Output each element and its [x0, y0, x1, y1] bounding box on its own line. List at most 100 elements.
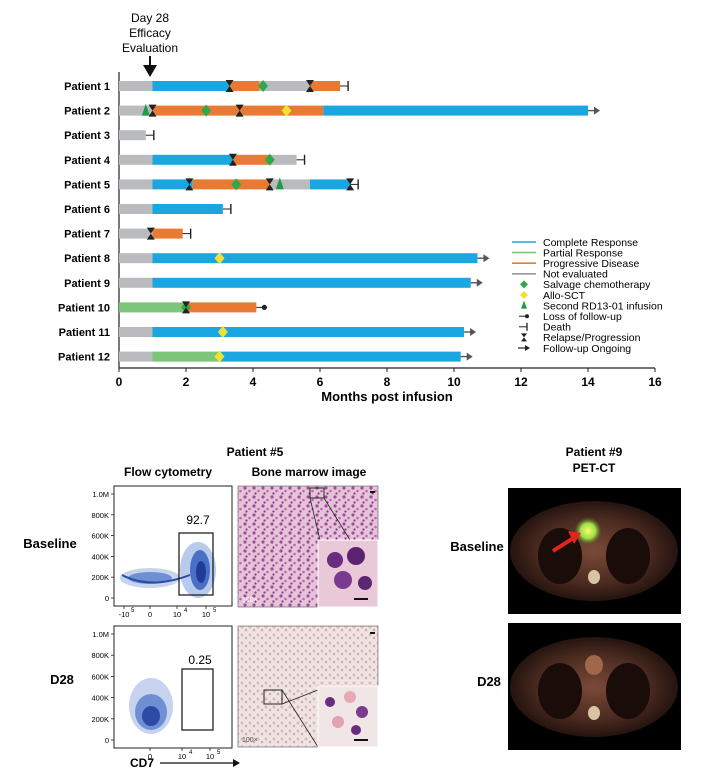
segment-complete-response: [219, 351, 461, 362]
segment-not-evaluated: [119, 228, 153, 239]
segment-progressive-disease: [192, 179, 270, 190]
legend-item: Not evaluated: [512, 269, 608, 281]
flow-baseline-x-tick-label: 10: [202, 610, 210, 619]
legend-label: Death: [543, 322, 571, 334]
bm-baseline-mag: 100×: [242, 597, 258, 604]
relapse-marker: [265, 178, 274, 191]
flow-x-label: CD7: [130, 756, 154, 770]
patient-label: Patient 6: [64, 204, 110, 216]
relapse-marker: [185, 178, 194, 191]
segment-not-evaluated: [119, 130, 146, 141]
legend-item: Relapse/Progression: [521, 332, 641, 344]
ongoing-arrow: [476, 278, 483, 287]
segment-progressive-disease: [229, 81, 260, 91]
flow-d28-y-tick-label: 400K: [91, 694, 109, 703]
ongoing-arrow: [483, 254, 490, 263]
patient-label: Patient 7: [64, 229, 110, 241]
x-tick-label: 0: [116, 375, 123, 389]
flow-baseline-x-tick-label: 10: [173, 610, 181, 619]
allo-sct-marker: [214, 252, 225, 265]
segment-not-evaluated: [269, 154, 297, 165]
flow-d28-y-tick-label: 800K: [91, 651, 109, 660]
bm-d28-mag: 100×: [242, 737, 258, 744]
flow-baseline-gate: [178, 532, 214, 596]
segment-complete-response: [323, 105, 588, 116]
flow-d28-y-tick-label: 200K: [91, 715, 109, 724]
patient-label: Patient 4: [64, 155, 111, 167]
flow-baseline-x-tick-exp: 5: [213, 608, 217, 614]
patient-row: Patient 4: [64, 153, 306, 167]
flow-baseline-y-tick-label: 600K: [91, 532, 109, 541]
flow-d28-x-tick-label: 10: [206, 752, 214, 761]
x-tick-label: 8: [384, 375, 391, 389]
patient-label: Patient 12: [58, 352, 110, 364]
salvage-chemo-marker: [231, 178, 242, 191]
legend-label: Progressive Disease: [543, 258, 639, 270]
flow-d28-y-tick-label: 600K: [91, 672, 109, 681]
x-axis-label: Months post infusion: [321, 389, 452, 404]
legend-swatch-hourglass: [521, 333, 527, 342]
flow-x-arrowhead: [233, 759, 240, 767]
salvage-chemo-marker: [264, 153, 275, 166]
flow-cytometry-title: Flow cytometry: [124, 465, 212, 479]
segment-complete-response: [152, 204, 223, 214]
relapse-marker: [305, 80, 314, 92]
second-infusion-marker: [141, 103, 150, 116]
legend-label: Relapse/Progression: [543, 332, 641, 344]
segment-not-evaluated: [119, 253, 153, 264]
x-tick-label: 6: [317, 375, 324, 389]
loss-marker: [261, 304, 267, 310]
patient9-title: Patient #9: [566, 445, 623, 459]
segment-partial-response: [152, 302, 186, 313]
segment-not-evaluated: [119, 204, 153, 214]
flow-d28-x-tick-label: 10: [178, 752, 186, 761]
flow-baseline-x-tick-label: -10: [119, 610, 130, 619]
flow-d28-x-tick-exp: 4: [189, 750, 193, 756]
flow-d28-x-tick-label: 0: [148, 752, 152, 761]
pet-row-label-d28: D28: [477, 674, 501, 689]
flow-baseline-x-tick-exp: 4: [184, 608, 188, 614]
ongoing-arrow: [470, 328, 477, 336]
patient-row: Patient 11: [59, 326, 477, 339]
segment-not-evaluated: [119, 327, 153, 337]
segment-complete-response: [152, 277, 471, 288]
flow-d28-x-tick-exp: 5: [217, 750, 221, 756]
legend-item: Follow-up Ongoing: [518, 343, 631, 355]
patient-row: Patient 6: [64, 204, 232, 216]
flow-baseline-y-tick-label: 800K: [91, 511, 109, 520]
x-tick-label: 16: [648, 375, 662, 389]
relapse-marker: [228, 153, 237, 166]
legend-label: Second RD13-01 infusion: [543, 300, 663, 312]
legend-label: Follow-up Ongoing: [543, 343, 631, 355]
segment-progressive-disease: [232, 154, 270, 165]
legend-item: Second RD13-01 infusion: [521, 300, 663, 312]
legend-label: Salvage chemotherapy: [543, 279, 651, 291]
salvage-chemo-marker: [201, 104, 212, 117]
patient-row: Patient 8: [64, 252, 490, 265]
relapse-marker: [148, 104, 157, 117]
flow-d28-cells: [129, 678, 173, 734]
segment-progressive-disease: [152, 228, 183, 239]
patient-label: Patient 9: [64, 278, 110, 290]
flow-baseline-y-tick-label: 1.0M: [92, 490, 109, 499]
legend-swatch-dot: [525, 314, 529, 319]
legend-item: Partial Response: [512, 247, 623, 259]
patient-label: Patient 8: [64, 253, 110, 265]
petct-title: PET-CT: [573, 461, 616, 475]
ongoing-arrow: [466, 352, 473, 361]
patient5-title: Patient #5: [227, 445, 284, 459]
flow-baseline-percent: 92.7: [186, 513, 210, 527]
petct-d28-image: [508, 623, 681, 750]
patient-row: Patient 10: [58, 301, 267, 314]
allo-sct-marker: [281, 104, 292, 117]
legend-swatch-arrow: [525, 345, 530, 351]
x-tick-label: 10: [447, 375, 461, 389]
annotation-line1: Day 28: [131, 11, 169, 25]
bone-marrow-d28: 100×: [237, 625, 379, 748]
segment-progressive-disease: [186, 302, 257, 313]
flow-d28-y-tick-label: 0: [105, 736, 109, 745]
legend-item: Salvage chemotherapy: [520, 279, 651, 291]
